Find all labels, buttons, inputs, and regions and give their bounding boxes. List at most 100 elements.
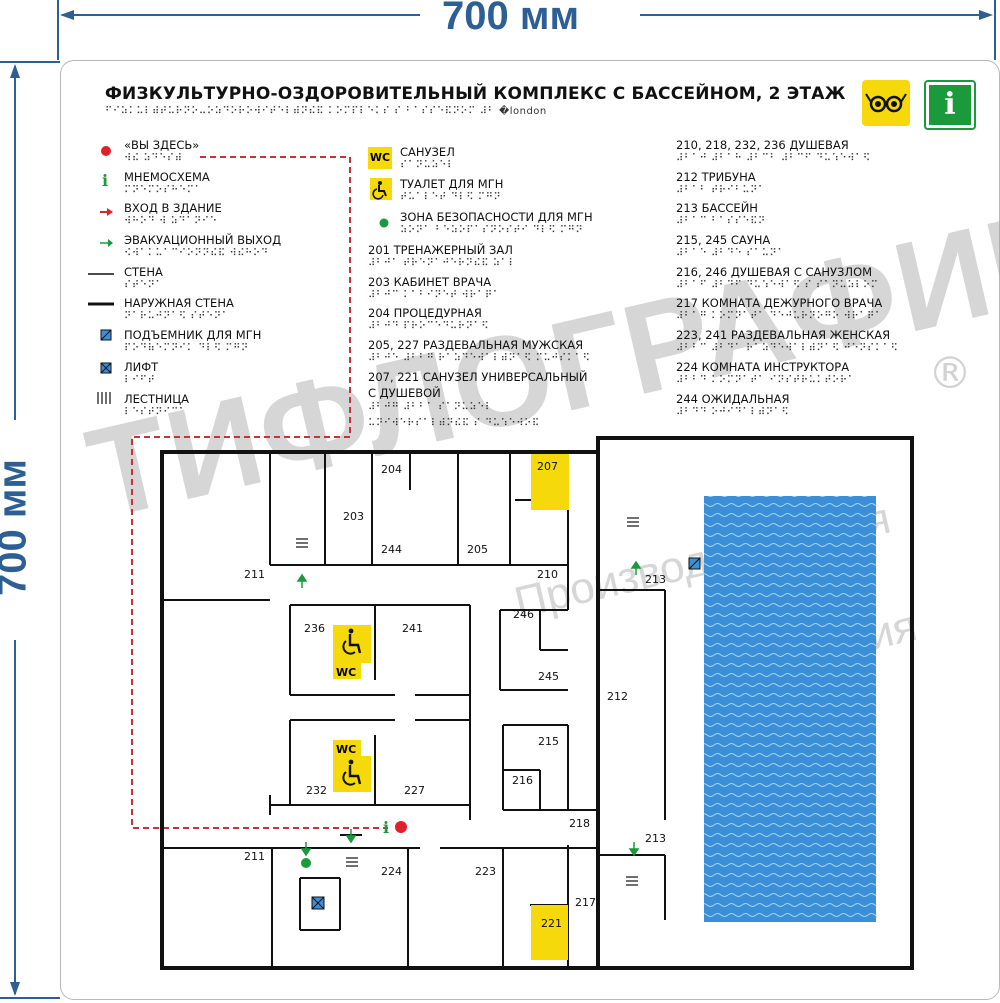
room-legend-213: 213 БАССЕЙН bbox=[676, 201, 758, 215]
room-number-221: 221 bbox=[541, 917, 562, 930]
legend-braille-lift-mgn: ⠏⠕⠙⠷⠑⠍⠝⠊⠅ ⠙⠇⠫ ⠍⠛⠝ bbox=[124, 343, 249, 354]
room-legend-223: 223, 241 РАЗДЕВАЛЬНАЯ ЖЕНСКАЯ bbox=[676, 328, 891, 342]
room-number-212: 212 bbox=[607, 690, 628, 703]
legend-label-entrance: ВХОД В ЗДАНИЕ bbox=[124, 201, 222, 215]
width-dimension-label: 700 мм bbox=[442, 0, 580, 38]
room-number-224: 224 bbox=[381, 865, 402, 878]
info-letter-icon: i bbox=[102, 171, 108, 190]
room-legend-216-braille: ⠼⠃⠁⠋ ⠼⠃⠙⠋ ⠙⠥⠱⠑⠺⠁⠫ ⠎ ⠎⠁⠝⠥⠵⠇⠕⠍ bbox=[676, 280, 879, 291]
room-legend-205: 205, 227 РАЗДЕВАЛЬНАЯ МУЖСКАЯ bbox=[368, 338, 584, 352]
wc-232 bbox=[333, 740, 361, 756]
room-legend-217: 217 КОМНАТА ДЕЖУРНОГО ВРАЧА bbox=[676, 296, 883, 310]
legend-braille-lift: ⠇⠊⠋⠞ bbox=[124, 375, 156, 386]
room-number-213b: 213 bbox=[645, 832, 666, 845]
wc-label-236: WC bbox=[336, 666, 356, 679]
legend-braille-stairs: ⠇⠑⠎⠞⠝⠊⠉⠁ bbox=[124, 407, 187, 418]
red-dot-icon bbox=[101, 146, 111, 156]
wc-icon: WC bbox=[368, 147, 392, 169]
inner-walls bbox=[162, 452, 666, 968]
lift-mgn-icon bbox=[688, 557, 701, 570]
safety-zone-marker bbox=[301, 858, 311, 868]
legend-label-safety-zone: ЗОНА БЕЗОПАСНОСТИ ДЛЯ МГН bbox=[400, 210, 593, 224]
room-number-236: 236 bbox=[304, 622, 325, 635]
room-legend-244: 244 ОЖИДАЛЬНАЯ bbox=[676, 392, 790, 406]
room-number-203: 203 bbox=[343, 510, 364, 523]
room-legend-212-braille: ⠼⠃⠁⠃ ⠞⠗⠊⠃⠥⠝⠁ bbox=[676, 185, 766, 196]
legend-label-stairs: ЛЕСТНИЦА bbox=[124, 392, 190, 406]
outer-wall-left bbox=[160, 450, 600, 970]
red-arrow-icon bbox=[100, 208, 113, 216]
room-legend-244-braille: ⠼⠃⠙⠙ ⠕⠚⠊⠙⠁⠇⠾⠝⠁⠫ bbox=[676, 407, 790, 418]
room-number-215: 215 bbox=[538, 735, 559, 748]
room-legend-201-braille: ⠼⠃⠚⠁ ⠞⠗⠑⠝⠁⠚⠑⠗⠝⠮⠯ ⠵⠁⠇ bbox=[368, 258, 517, 269]
lift-icon bbox=[311, 896, 325, 910]
room-number-246: 246 bbox=[513, 608, 534, 621]
legend-label-mnemoscheme: МНЕМОСХЕМА bbox=[124, 170, 210, 184]
room-207-fill bbox=[531, 454, 569, 510]
legend-braille-you-are-here: ⠺⠮ ⠵⠙⠑⠎⠾ bbox=[124, 153, 183, 164]
room-legend-207-braille2: ⠥⠝⠊⠺⠑⠗⠎⠁⠇⠾⠝⠮⠯ ⠎ ⠙⠥⠱⠑⠺⠕⠯ bbox=[368, 418, 540, 429]
page-title: ФИЗКУЛЬТУРНО-ОЗДОРОВИТЕЛЬНЫЙ КОМПЛЕКС С … bbox=[105, 84, 846, 104]
legend-braille-wall: ⠎⠞⠑⠝⠁ bbox=[124, 280, 164, 291]
lift-mgn-icon bbox=[100, 329, 112, 341]
route-line bbox=[131, 156, 388, 829]
glasses-icon bbox=[862, 80, 910, 126]
green-arrow-icon bbox=[100, 239, 113, 247]
watermark-registered: ® bbox=[928, 348, 972, 399]
room-221-fill bbox=[531, 905, 568, 960]
room-legend-201: 201 ТРЕНАЖЕРНЫЙ ЗАЛ bbox=[368, 243, 513, 257]
room-legend-215-braille: ⠼⠃⠁⠑ ⠼⠃⠙⠑ ⠎⠁⠥⠝⠁ bbox=[676, 248, 786, 259]
room-number-217: 217 bbox=[575, 896, 596, 909]
room-legend-210-braille: ⠼⠃⠁⠚ ⠼⠃⠁⠓ ⠼⠃⠉⠃ ⠼⠃⠉⠋ ⠙⠥⠱⠑⠺⠁⠫ bbox=[676, 153, 871, 164]
legend-label-evacuation: ЭВАКУАЦИОННЫЙ ВЫХОД bbox=[124, 233, 282, 247]
legend-braille-wc: ⠎⠁⠝⠥⠵⠑⠇ bbox=[400, 160, 455, 171]
legend-label-outer-wall: НАРУЖНАЯ СТЕНА bbox=[124, 296, 234, 310]
green-dot-icon bbox=[379, 218, 389, 228]
room-number-211: 211 bbox=[244, 568, 265, 581]
room-number-218: 218 bbox=[569, 817, 590, 830]
legend-label-wc: САНУЗЕЛ bbox=[400, 145, 455, 159]
legend-braille-toilet-mgn: ⠞⠥⠁⠇⠑⠞ ⠙⠇⠫ ⠍⠛⠝ bbox=[400, 192, 502, 203]
legend-label-wall: СТЕНА bbox=[124, 265, 163, 279]
legend-braille-safety-zone: ⠵⠕⠝⠁ ⠃⠑⠵⠕⠏⠁⠎⠝⠕⠎⠞⠊ ⠙⠇⠫ ⠍⠛⠝ bbox=[400, 225, 584, 236]
stairs-icon bbox=[296, 517, 639, 886]
room-number-204: 204 bbox=[381, 463, 402, 476]
room-number-211b: 211 bbox=[244, 850, 265, 863]
title-braille: ⠋⠊⠵⠅⠥⠇⠾⠞⠥⠗⠝⠕⠤⠕⠵⠙⠕⠗⠕⠺⠊⠞⠑⠇⠾⠝⠮⠯ ⠅⠕⠍⠏⠇⠑⠅⠎ ⠎ … bbox=[105, 106, 547, 117]
legend-braille-mnemoscheme: ⠍⠝⠑⠍⠕⠎⠓⠑⠍⠁ bbox=[124, 185, 203, 196]
room-legend-207: 207, 221 САНУЗЕЛ УНИВЕРСАЛЬНЫЙ bbox=[368, 370, 588, 384]
room-legend-207-braille: ⠼⠃⠚⠛ ⠼⠃⠃⠁ ⠎⠁⠝⠥⠵⠑⠇ bbox=[368, 402, 493, 413]
lift-icon bbox=[100, 362, 112, 374]
room-number-223: 223 bbox=[475, 865, 496, 878]
room-number-232: 232 bbox=[306, 784, 327, 797]
room-legend-217-braille: ⠼⠃⠁⠛ ⠅⠕⠍⠝⠁⠞⠁ ⠙⠑⠚⠥⠗⠝⠕⠛⠕ ⠺⠗⠁⠟⠁ bbox=[676, 311, 883, 322]
room-number-213: 213 bbox=[645, 573, 666, 586]
room-legend-212: 212 ТРИБУНА bbox=[676, 170, 756, 184]
room-number-241: 241 bbox=[402, 622, 423, 635]
room-legend-203: 203 КАБИНЕТ ВРАЧА bbox=[368, 275, 492, 289]
room-legend-216: 216, 246 ДУШЕВАЯ С САНУЗЛОМ bbox=[676, 265, 873, 279]
room-legend-203-braille: ⠼⠃⠚⠉ ⠅⠁⠃⠊⠝⠑⠞ ⠺⠗⠁⠟⠁ bbox=[368, 290, 501, 301]
legend-label-you-are-here: «ВЫ ЗДЕСЬ» bbox=[124, 138, 200, 152]
you-are-here-marker bbox=[395, 821, 407, 833]
wheelchair-icon bbox=[370, 178, 392, 200]
room-number-227: 227 bbox=[404, 784, 425, 797]
room-number-210: 210 bbox=[537, 568, 558, 581]
legend-braille-entrance: ⠺⠓⠕⠙ ⠺ ⠵⠙⠁⠝⠊⠑ bbox=[124, 216, 218, 227]
room-legend-210: 210, 218, 232, 236 ДУШЕВАЯ bbox=[676, 138, 849, 152]
room-legend-205-braille: ⠼⠃⠚⠑ ⠼⠃⠃⠛ ⠗⠁⠵⠙⠑⠺⠁⠇⠾⠝⠁⠫ ⠍⠥⠚⠎⠅⠁⠫ bbox=[368, 353, 591, 364]
room-number-245: 245 bbox=[538, 670, 559, 683]
room-legend-224-braille: ⠼⠃⠃⠙ ⠅⠕⠍⠝⠁⠞⠁ ⠊⠝⠎⠞⠗⠥⠅⠞⠕⠗⠁ bbox=[676, 375, 856, 386]
room-legend-215: 215, 245 САУНА bbox=[676, 233, 771, 247]
legend-braille-evacuation: ⠪⠺⠁⠅⠥⠁⠉⠊⠕⠝⠝⠮⠯ ⠺⠮⠓⠕⠙ bbox=[124, 248, 269, 259]
legend-braille-outer-wall: ⠝⠁⠗⠥⠚⠝⠁⠫ ⠎⠞⠑⠝⠁ bbox=[124, 311, 230, 322]
room-number-205: 205 bbox=[467, 543, 488, 556]
room-legend-224: 224 КОМНАТА ИНСТРУКТОРА bbox=[676, 360, 850, 374]
room-legend-204-braille: ⠼⠃⠚⠙ ⠏⠗⠕⠉⠑⠙⠥⠗⠝⠁⠫ bbox=[368, 321, 490, 332]
legend-label-lift: ЛИФТ bbox=[124, 360, 159, 374]
room-legend-223-braille: ⠼⠃⠃⠉ ⠼⠃⠙⠁ ⠗⠁⠵⠙⠑⠺⠁⠇⠾⠝⠁⠫ ⠚⠑⠝⠎⠅⠁⠫ bbox=[676, 343, 899, 354]
room-number-244: 244 bbox=[381, 543, 402, 556]
wc-label-232: WC bbox=[336, 743, 356, 756]
